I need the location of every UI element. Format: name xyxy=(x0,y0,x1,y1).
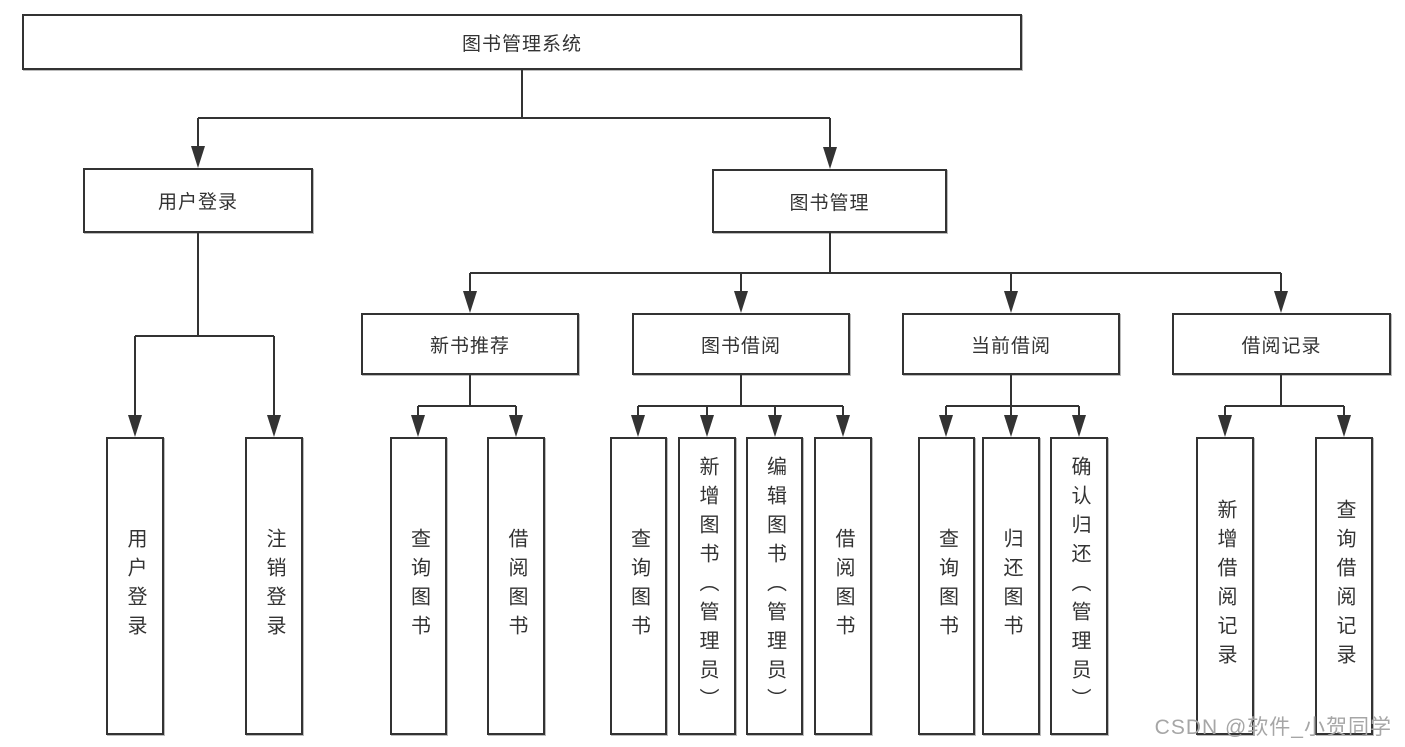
leaf-add-borrow-record-label: 新增借阅记录 xyxy=(1214,499,1236,673)
csdn-watermark: CSDN @软件_小贺同学 xyxy=(1154,716,1392,739)
node-current-borrowing-label: 当前借阅 xyxy=(970,335,1051,357)
node-book-management: 图书管理 xyxy=(712,169,947,233)
node-book-management-label: 图书管理 xyxy=(789,192,870,214)
node-new-book-recommend-label: 新书推荐 xyxy=(429,335,510,357)
node-new-book-recommend: 新书推荐 xyxy=(361,313,579,375)
node-borrow-records-label: 借阅记录 xyxy=(1241,335,1322,357)
leaf-query-books-recommend: 查询图书 xyxy=(390,437,447,735)
leaf-query-borrow-record: 查询借阅记录 xyxy=(1315,437,1373,735)
leaf-query-books-borrowing: 查询图书 xyxy=(610,437,667,735)
leaf-user-login: 用户登录 xyxy=(106,437,164,735)
leaf-logout: 注销登录 xyxy=(245,437,303,735)
leaf-logout-label: 注销登录 xyxy=(263,528,285,644)
leaf-confirm-return-admin-label: 确认归还（管理员） xyxy=(1068,455,1090,717)
leaf-query-books-recommend-label: 查询图书 xyxy=(407,528,430,644)
leaf-query-borrow-record-label: 查询借阅记录 xyxy=(1333,499,1355,673)
leaf-borrow-books-borrowing: 借阅图书 xyxy=(814,437,872,735)
leaf-query-books-borrowing-label: 查询图书 xyxy=(627,528,650,644)
leaf-add-borrow-record: 新增借阅记录 xyxy=(1196,437,1254,735)
leaf-query-books-current: 查询图书 xyxy=(918,437,975,735)
leaf-add-book-admin: 新增图书（管理员） xyxy=(678,437,736,735)
leaf-borrow-books-recommend: 借阅图书 xyxy=(487,437,545,735)
leaf-add-book-admin-label: 新增图书（管理员） xyxy=(696,455,718,717)
leaf-return-book: 归还图书 xyxy=(982,437,1040,735)
node-book-borrowing: 图书借阅 xyxy=(632,313,850,375)
leaf-edit-book-admin: 编辑图书（管理员） xyxy=(746,437,803,735)
node-root-label: 图书管理系统 xyxy=(461,33,582,55)
leaf-return-book-label: 归还图书 xyxy=(1000,528,1022,644)
node-book-borrowing-label: 图书借阅 xyxy=(700,335,781,357)
leaf-confirm-return-admin: 确认归还（管理员） xyxy=(1050,437,1108,735)
node-borrow-records: 借阅记录 xyxy=(1172,313,1391,375)
node-current-borrowing: 当前借阅 xyxy=(902,313,1120,375)
leaf-borrow-books-recommend-label: 借阅图书 xyxy=(505,528,527,644)
node-user-login-branch-label: 用户登录 xyxy=(157,192,238,213)
node-root: 图书管理系统 xyxy=(22,14,1022,70)
leaf-borrow-books-borrowing-label: 借阅图书 xyxy=(832,528,854,644)
node-user-login-branch: 用户登录 xyxy=(83,168,313,233)
leaf-edit-book-admin-label: 编辑图书（管理员） xyxy=(763,455,786,717)
leaf-query-books-current-label: 查询图书 xyxy=(935,528,958,644)
leaf-user-login-label: 用户登录 xyxy=(124,528,146,644)
